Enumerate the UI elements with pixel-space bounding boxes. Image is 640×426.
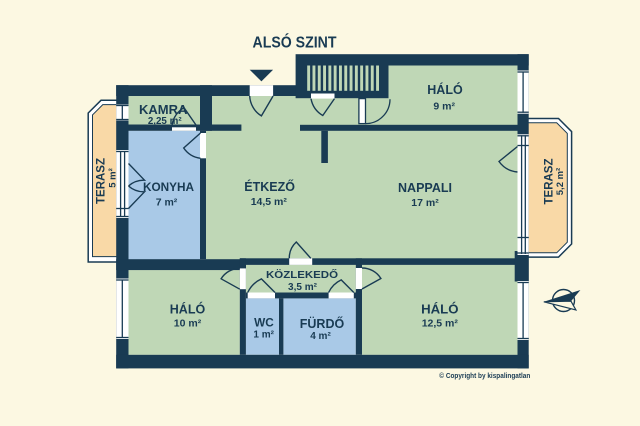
svg-text:3,5 m²: 3,5 m² <box>288 282 318 293</box>
svg-text:4 m²: 4 m² <box>310 331 331 342</box>
svg-text:1 m²: 1 m² <box>253 329 274 340</box>
svg-text:2,25 m²: 2,25 m² <box>148 116 183 127</box>
svg-text:HÁLÓ: HÁLÓ <box>170 301 206 316</box>
svg-text:5,2 m²: 5,2 m² <box>555 168 566 195</box>
svg-text:HÁLÓ: HÁLÓ <box>427 82 463 97</box>
svg-text:HÁLÓ: HÁLÓ <box>421 301 458 316</box>
svg-text:9 m²: 9 m² <box>433 101 455 113</box>
svg-text:TERASZ: TERASZ <box>96 158 108 204</box>
svg-text:TERASZ: TERASZ <box>544 159 556 205</box>
svg-text:FÜRDŐ: FÜRDŐ <box>300 316 345 331</box>
svg-text:ÉTKEZŐ: ÉTKEZŐ <box>244 179 295 194</box>
svg-text:12,5 m²: 12,5 m² <box>422 317 459 329</box>
svg-text:7 m²: 7 m² <box>156 196 178 208</box>
svg-text:WC: WC <box>254 316 274 330</box>
svg-text:NAPPALI: NAPPALI <box>398 181 452 195</box>
svg-text:KONYHA: KONYHA <box>143 180 195 194</box>
svg-text:17 m²: 17 m² <box>411 197 439 209</box>
svg-text:KÖZLEKEDŐ: KÖZLEKEDŐ <box>266 268 338 281</box>
svg-text:14,5 m²: 14,5 m² <box>251 196 288 208</box>
svg-text:5 m²: 5 m² <box>108 168 119 188</box>
svg-text:10 m²: 10 m² <box>174 317 202 329</box>
svg-text:KAMRA: KAMRA <box>139 102 188 117</box>
svg-text:ALSÓ SZINT: ALSÓ SZINT <box>253 32 337 51</box>
svg-text:© Copyright by kispalingatlan: © Copyright by kispalingatlan <box>439 371 530 380</box>
